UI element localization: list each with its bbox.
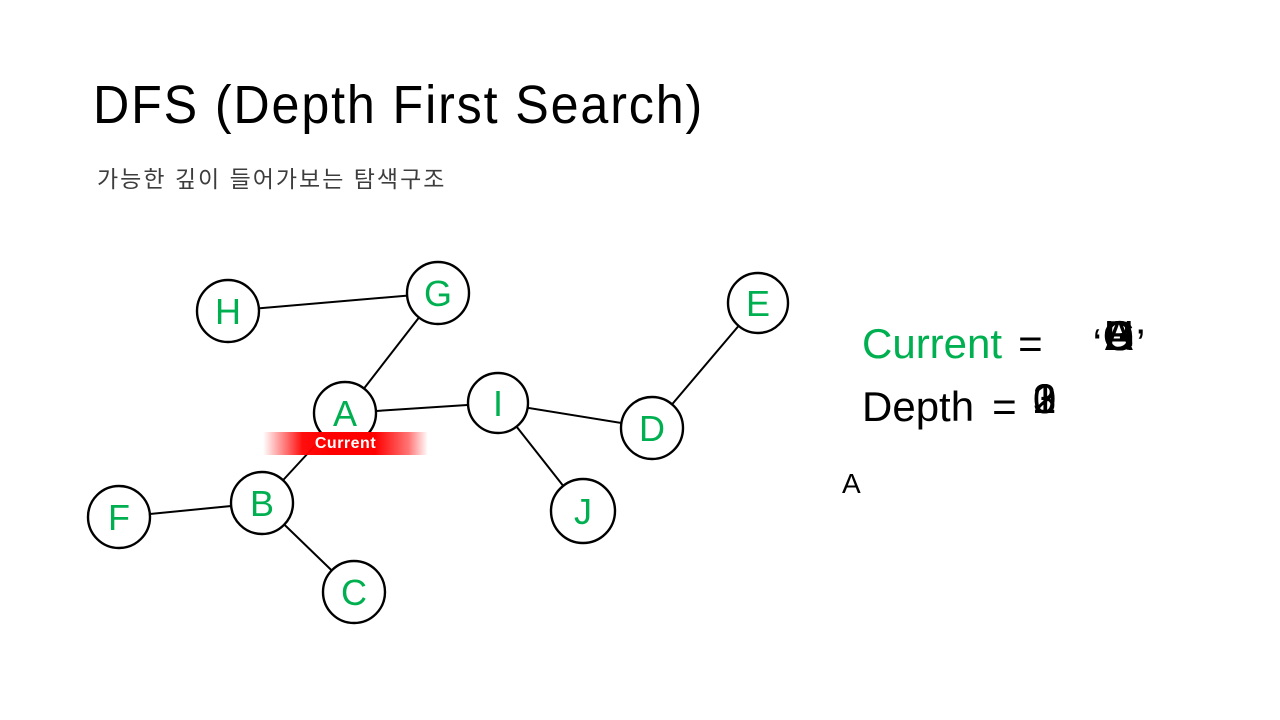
- graph-node-label-E: E: [746, 283, 770, 324]
- graph-node-B: [229, 470, 295, 536]
- graph-node-label-A: A: [333, 393, 357, 434]
- visited-sequence-text: A: [842, 468, 865, 499]
- current-variable-label: Current: [862, 320, 1003, 367]
- graph-node-label-H: H: [215, 291, 241, 332]
- current-node-banner: Current: [263, 432, 428, 455]
- overlapped-glyph: G: [1102, 312, 1136, 359]
- overlapped-glyph: B: [1104, 312, 1133, 359]
- current-equals-sign: =: [1018, 320, 1043, 367]
- slide-subtitle: 가능한 깊이 들어가보는 탐색구조: [97, 166, 447, 192]
- graph-node-label-C: C: [341, 572, 367, 613]
- graph-node-label-G: G: [424, 273, 452, 314]
- graph-node-label-B: B: [250, 483, 274, 524]
- overlapped-glyph: H: [1103, 312, 1135, 359]
- graph-node-D: [619, 395, 685, 461]
- overlapped-glyph: A: [1104, 312, 1133, 359]
- open-quote: ‘: [1092, 320, 1102, 367]
- graph-node-F: [86, 484, 152, 550]
- current-banner-label: Current: [314, 435, 377, 452]
- graph-node-label-I: I: [493, 383, 503, 424]
- overlapped-glyph: 3: [1032, 375, 1057, 422]
- graph-node-E: [726, 271, 790, 335]
- depth-variable-label: Depth: [862, 383, 975, 430]
- graph-node-I: [466, 371, 530, 435]
- overlapped-glyph: 2: [1032, 375, 1057, 422]
- graph-node-G: [405, 260, 471, 326]
- graph-edge-H-G: [227, 292, 439, 312]
- overlapped-glyph: 1: [1032, 375, 1057, 422]
- close-quote: ’: [1135, 320, 1146, 367]
- graph-node-label-J: J: [574, 491, 592, 532]
- graph-node-H: [195, 278, 261, 344]
- graph-node-label-F: F: [108, 497, 130, 538]
- overlapped-glyph: 0: [1032, 375, 1057, 422]
- graph-node-C: [321, 559, 387, 625]
- graph-node-label-D: D: [639, 408, 665, 449]
- graph-node-J: [549, 477, 617, 545]
- page-title: DFS (Depth First Search): [93, 75, 705, 135]
- overlapped-glyph: C: [1103, 312, 1135, 359]
- overlapped-glyph: D: [1103, 312, 1135, 359]
- depth-equals-sign: =: [992, 383, 1017, 430]
